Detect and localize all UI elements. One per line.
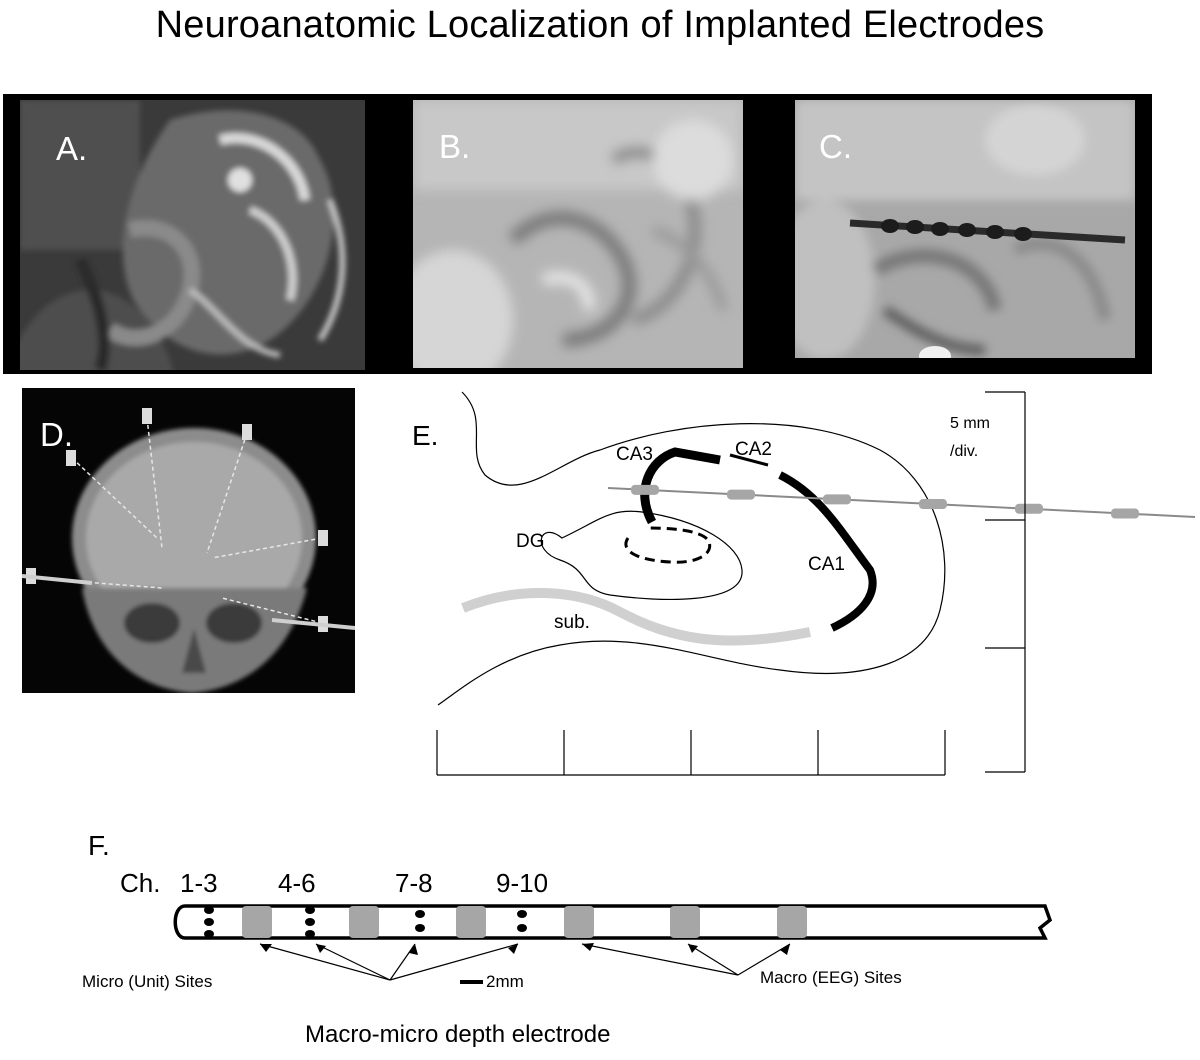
mri-panel-strip: A. B. xyxy=(3,94,1152,374)
micro-sites xyxy=(204,906,527,938)
electrode-schematic: F. Ch. 1-3 4-6 7-8 9-10 xyxy=(82,830,1053,1048)
macro-sites-label: Macro (EEG) Sites xyxy=(760,968,902,987)
electrode-shaft xyxy=(173,904,1053,940)
panel-e-label: E. xyxy=(412,420,438,451)
label-ca1: CA1 xyxy=(808,554,845,575)
macro-contact xyxy=(456,906,486,938)
channel-group-2: 4-6 xyxy=(278,868,316,898)
micro-site xyxy=(204,906,214,914)
trajectory-contact xyxy=(919,499,947,510)
micro-site xyxy=(305,906,315,914)
label-ca2: CA2 xyxy=(735,439,772,460)
macro-contact xyxy=(349,906,379,938)
macro-contacts xyxy=(242,906,807,938)
panel-a-label: A. xyxy=(56,130,88,167)
trajectory-contact xyxy=(1111,508,1139,519)
channel-prefix: Ch. xyxy=(120,868,160,898)
panel-c-label: C. xyxy=(819,128,852,165)
trajectory-contact xyxy=(631,484,659,495)
dentate-granule-layer xyxy=(624,526,712,564)
two-mm-scale-label: 2mm xyxy=(486,972,524,991)
micro-site xyxy=(204,918,214,926)
micro-sites-label: Micro (Unit) Sites xyxy=(82,972,212,991)
scale-label-line1: 5 mm xyxy=(950,415,990,432)
macro-contact xyxy=(564,906,594,938)
label-dg: DG xyxy=(516,531,545,552)
channel-group-1: 1-3 xyxy=(180,868,218,898)
horizontal-scale-bar xyxy=(436,730,946,776)
macro-contact xyxy=(777,906,807,938)
panel-d-xray-image: D. xyxy=(22,388,355,693)
trajectory-contact xyxy=(1015,503,1043,514)
pointer-arrows xyxy=(259,943,791,981)
scale-label-line2: /div. xyxy=(950,443,978,460)
micro-site xyxy=(517,910,527,918)
trajectory-contact xyxy=(823,494,851,505)
channel-group-3: 7-8 xyxy=(395,868,433,898)
micro-site xyxy=(305,918,315,926)
micro-site xyxy=(517,924,527,932)
subiculum-band xyxy=(461,587,811,646)
dentate-gyrus-outline xyxy=(540,510,743,601)
vertical-scale-bar xyxy=(985,391,1026,773)
ca1-field xyxy=(778,471,877,632)
channel-group-4: 9-10 xyxy=(496,868,548,898)
panel-c-mri-image: C. xyxy=(795,100,1135,358)
panel-a-mri-image: A. xyxy=(20,100,365,370)
electrode-caption: Macro-micro depth electrode xyxy=(305,1021,610,1048)
trajectory-contact xyxy=(727,489,755,500)
micro-site xyxy=(305,930,315,938)
ca3-field xyxy=(640,447,721,525)
hippocampus-outline xyxy=(437,391,946,706)
panel-d-label: D. xyxy=(40,416,73,453)
hippocampus-diagram: E. CA3 CA2 CA1 DG sub. 5 mm /div. xyxy=(412,391,1196,776)
electrode-trajectory-line xyxy=(607,487,1196,518)
panel-b-label: B. xyxy=(439,128,471,165)
figure-title: Neuroanatomic Localization of Implanted … xyxy=(155,4,1045,46)
panel-b-mri-image: B. xyxy=(413,100,743,368)
label-sub: sub. xyxy=(554,612,590,633)
micro-site xyxy=(415,910,425,918)
label-ca3: CA3 xyxy=(616,444,653,465)
arrowheads xyxy=(260,943,790,955)
micro-site xyxy=(415,924,425,932)
ca2-field xyxy=(729,453,769,467)
micro-site xyxy=(204,930,214,938)
trajectory-contacts xyxy=(631,484,1139,519)
macro-contact xyxy=(242,906,272,938)
panel-f-label: F. xyxy=(88,830,110,861)
macro-contact xyxy=(670,906,700,938)
